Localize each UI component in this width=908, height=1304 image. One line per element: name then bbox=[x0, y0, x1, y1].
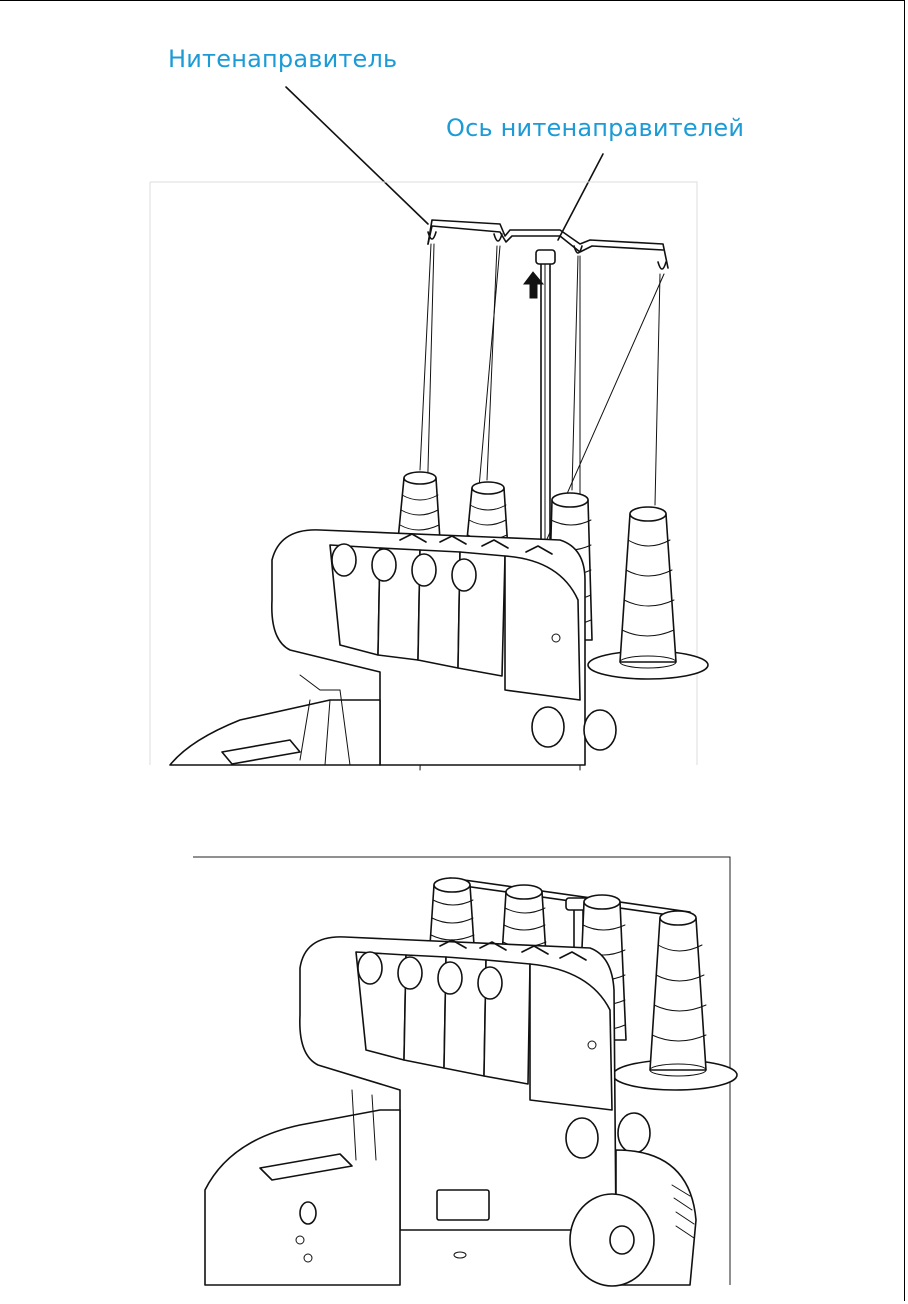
overlock-machine-body-lowered bbox=[204, 936, 697, 1287]
figure-thread-guide-lowered bbox=[193, 856, 738, 1287]
spool-1 bbox=[397, 471, 441, 541]
spool-2 bbox=[465, 481, 509, 551]
figure-thread-guide-raised bbox=[149, 181, 709, 771]
thread-guide-axis-leader-line bbox=[557, 153, 604, 241]
thread-guide-axis bbox=[535, 249, 556, 559]
thread-guide-label: Нитенаправитель bbox=[168, 45, 398, 73]
thread-guide-leader-line bbox=[285, 86, 429, 225]
overlock-machine-body bbox=[169, 529, 617, 766]
spool-4 bbox=[587, 506, 709, 680]
thread-guide-axis-label: Ось нитенаправителей bbox=[446, 114, 745, 142]
arrow-up-icon bbox=[523, 271, 545, 299]
leader-lines bbox=[285, 86, 604, 241]
thread-guide-bar bbox=[427, 219, 669, 270]
